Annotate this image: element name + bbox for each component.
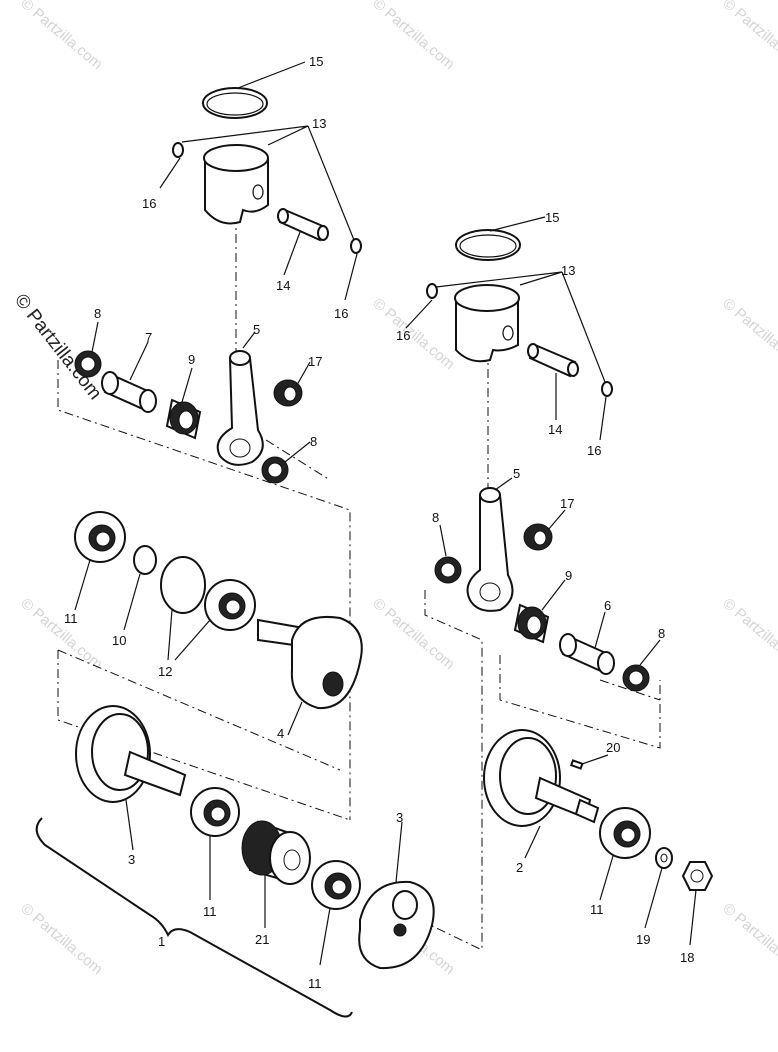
watermark: © Partzilla.com: [369, 0, 457, 73]
part-label: 14: [276, 278, 290, 293]
right-piston-group: [426, 229, 613, 397]
part-label: 13: [561, 263, 575, 278]
part-label: 9: [188, 352, 195, 367]
part-label: 3: [128, 852, 135, 867]
left-piston-group: [172, 87, 362, 254]
piston: [455, 299, 519, 363]
part-label: 21: [255, 932, 269, 947]
part-label: 15: [309, 54, 323, 69]
part-label: 11: [590, 902, 604, 917]
part-label: 11: [308, 976, 322, 991]
circlip: [601, 381, 613, 397]
part-label: 4: [277, 726, 284, 741]
part-label: 20: [606, 740, 620, 755]
watermark: © Partzilla.com: [719, 0, 778, 73]
watermarks: © Partzilla.com © Partzilla.com © Partzi…: [10, 0, 778, 978]
right-crank-group: [483, 729, 714, 891]
part-label: 11: [203, 904, 217, 919]
woodruff-key: [569, 759, 584, 770]
left-rod-group: [74, 350, 303, 484]
part-label: 9: [565, 568, 572, 583]
part-label: 8: [432, 510, 439, 525]
circlip: [172, 142, 184, 158]
lower-crank-group: [35, 705, 435, 1018]
watermark: © Partzilla.com: [369, 595, 457, 673]
part-label: 3: [396, 810, 403, 825]
part-label: 16: [334, 306, 348, 321]
part-label: 16: [587, 443, 601, 458]
watermark: © Partzilla.com: [17, 0, 105, 73]
part-label: 5: [253, 322, 260, 337]
part-label: 18: [680, 950, 694, 965]
part-label: 12: [158, 664, 172, 679]
part-label: 11: [64, 611, 78, 626]
crankshaft-half: [290, 616, 363, 710]
watermark: © Partzilla.com: [17, 595, 105, 673]
part-label: 10: [112, 633, 126, 648]
part-label: 6: [604, 598, 611, 613]
part-label: 7: [145, 330, 152, 345]
circlip: [350, 238, 362, 254]
retaining-ring: [160, 556, 206, 614]
piston-ring: [455, 229, 521, 261]
right-rod-group: [434, 487, 650, 692]
part-label: 17: [308, 354, 322, 369]
piston: [204, 159, 269, 225]
part-label: 17: [560, 496, 574, 511]
part-labels: 15 13 16 14 16 8 7 9 5 17 8 11 10 12 4 3…: [64, 54, 694, 991]
watermark: © Partzilla.com: [719, 595, 778, 673]
watermark: © Partzilla.com: [719, 295, 778, 373]
part-label: 16: [142, 196, 156, 211]
part-label: 14: [548, 422, 562, 437]
part-label: 15: [545, 210, 559, 225]
left-crank-group: [74, 511, 363, 710]
part-label: 2: [516, 860, 523, 875]
watermark: © Partzilla.com: [719, 900, 778, 978]
part-label: 8: [310, 434, 317, 449]
circlip: [426, 283, 438, 299]
part-label: 5: [513, 466, 520, 481]
part-label: 8: [658, 626, 665, 641]
part-label: 16: [396, 328, 410, 343]
leader-lines: [74, 61, 697, 966]
snap-ring: [133, 545, 157, 575]
part-label: 13: [312, 116, 326, 131]
piston-ring: [202, 87, 268, 119]
part-label: 1: [158, 934, 165, 949]
part-label: 8: [94, 306, 101, 321]
watermark: © Partzilla.com: [369, 295, 457, 373]
assembly-bracket: [35, 817, 353, 1018]
part-label: 19: [636, 932, 650, 947]
watermark: © Partzilla.com: [17, 900, 105, 978]
